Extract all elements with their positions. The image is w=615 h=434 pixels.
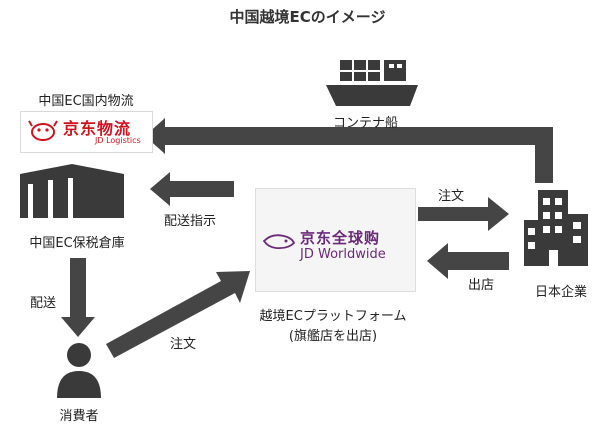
warehouse-icon bbox=[20, 164, 124, 218]
order-from-consumer-arrow bbox=[106, 271, 250, 358]
page-title: 中国越境ECのイメージ bbox=[229, 8, 386, 26]
order-to-company-label: 注文 bbox=[438, 189, 465, 204]
jd-worldwide-dog-icon bbox=[262, 234, 296, 250]
logistics-label: 中国EC国内物流 bbox=[38, 94, 134, 109]
jd-worldwide-logo-cn: 京东全球购 bbox=[300, 229, 381, 247]
listing-label: 出店 bbox=[468, 278, 495, 293]
delivery-label: 配送 bbox=[30, 296, 57, 311]
platform-label-line2: (旗艦店を出店) bbox=[288, 329, 378, 344]
consumer-label: 消費者 bbox=[59, 409, 99, 424]
delivery-instruction-arrow bbox=[150, 172, 234, 206]
jd-worldwide-logo-en: JD Worldwide bbox=[300, 247, 386, 262]
order-to-company-arrow bbox=[418, 197, 509, 231]
consumer-person-icon bbox=[57, 343, 101, 398]
company-building-icon bbox=[524, 190, 588, 266]
order-from-consumer-label: 注文 bbox=[170, 337, 197, 352]
jd-dog-mascot-icon bbox=[28, 120, 58, 141]
container-ship-label: コンテナ船 bbox=[333, 116, 399, 131]
warehouse-label: 中国EC保税倉庫 bbox=[29, 236, 125, 251]
jd-logistics-logo-cn: 京东物流 bbox=[63, 119, 132, 138]
container-ship-arrow bbox=[145, 118, 553, 183]
jd-logistics-logo: 京东物流 JD Logistics bbox=[20, 111, 153, 153]
jd-worldwide-logo: 京东全球购 JD Worldwide bbox=[255, 188, 416, 292]
delivery-arrow bbox=[61, 258, 95, 337]
platform-label-line1: 越境ECプラットフォーム bbox=[259, 309, 407, 324]
jd-logistics-logo-en: JD Logistics bbox=[95, 136, 141, 145]
listing-arrow bbox=[427, 243, 509, 279]
delivery-instruction-label: 配送指示 bbox=[164, 214, 217, 229]
container-ship-icon bbox=[326, 60, 418, 106]
company-label: 日本企業 bbox=[534, 285, 588, 300]
